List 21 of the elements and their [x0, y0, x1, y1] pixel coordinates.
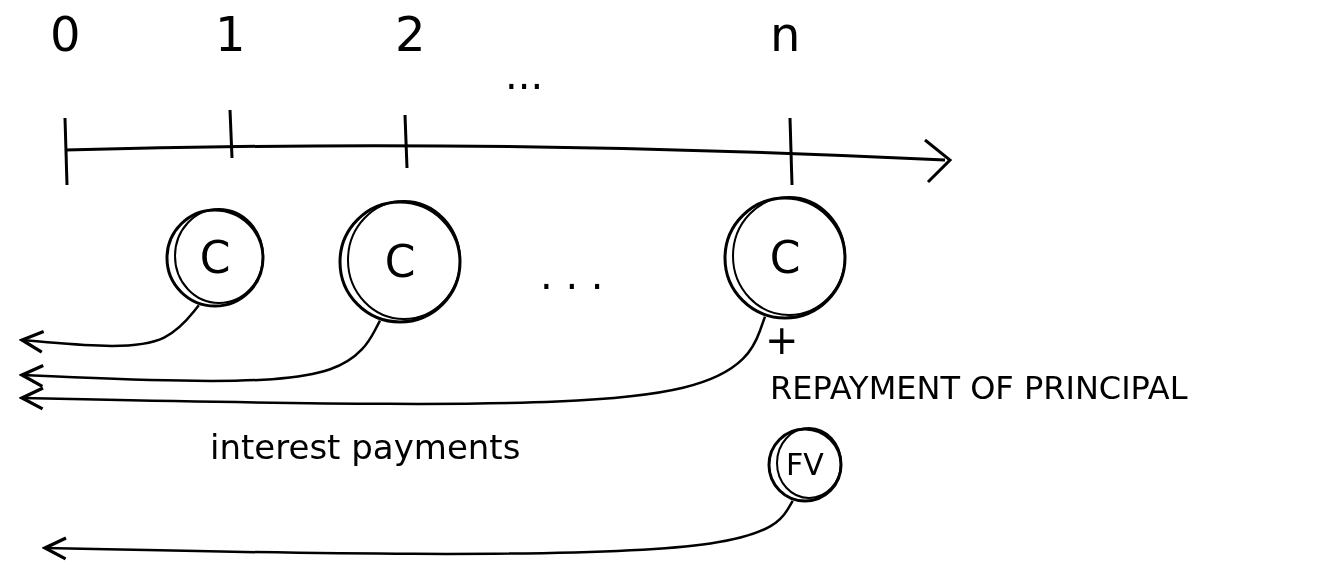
tick-label: 0	[50, 10, 81, 58]
node-caption: REPAYMENT OF PRINCIPAL	[770, 372, 1188, 404]
node-label: FV	[786, 450, 824, 480]
circle-node	[338, 200, 462, 324]
arrow	[20, 320, 382, 388]
node-label: C	[769, 236, 801, 280]
arrow	[43, 500, 794, 561]
arrow	[20, 316, 767, 411]
annotation: interest payments	[210, 430, 521, 464]
circle-node	[165, 208, 265, 308]
tick-label: 2	[395, 10, 426, 58]
circle-node	[723, 196, 847, 320]
node-label: C	[384, 240, 416, 284]
circle-node	[767, 427, 843, 503]
plus-sign: +	[765, 320, 799, 360]
ellipsis: . . .	[540, 255, 604, 295]
tick-label: 1	[215, 10, 246, 58]
ellipsis: ...	[505, 55, 544, 95]
node-label: C	[199, 236, 231, 280]
tick-label: n	[770, 10, 801, 58]
arrow	[20, 304, 200, 354]
